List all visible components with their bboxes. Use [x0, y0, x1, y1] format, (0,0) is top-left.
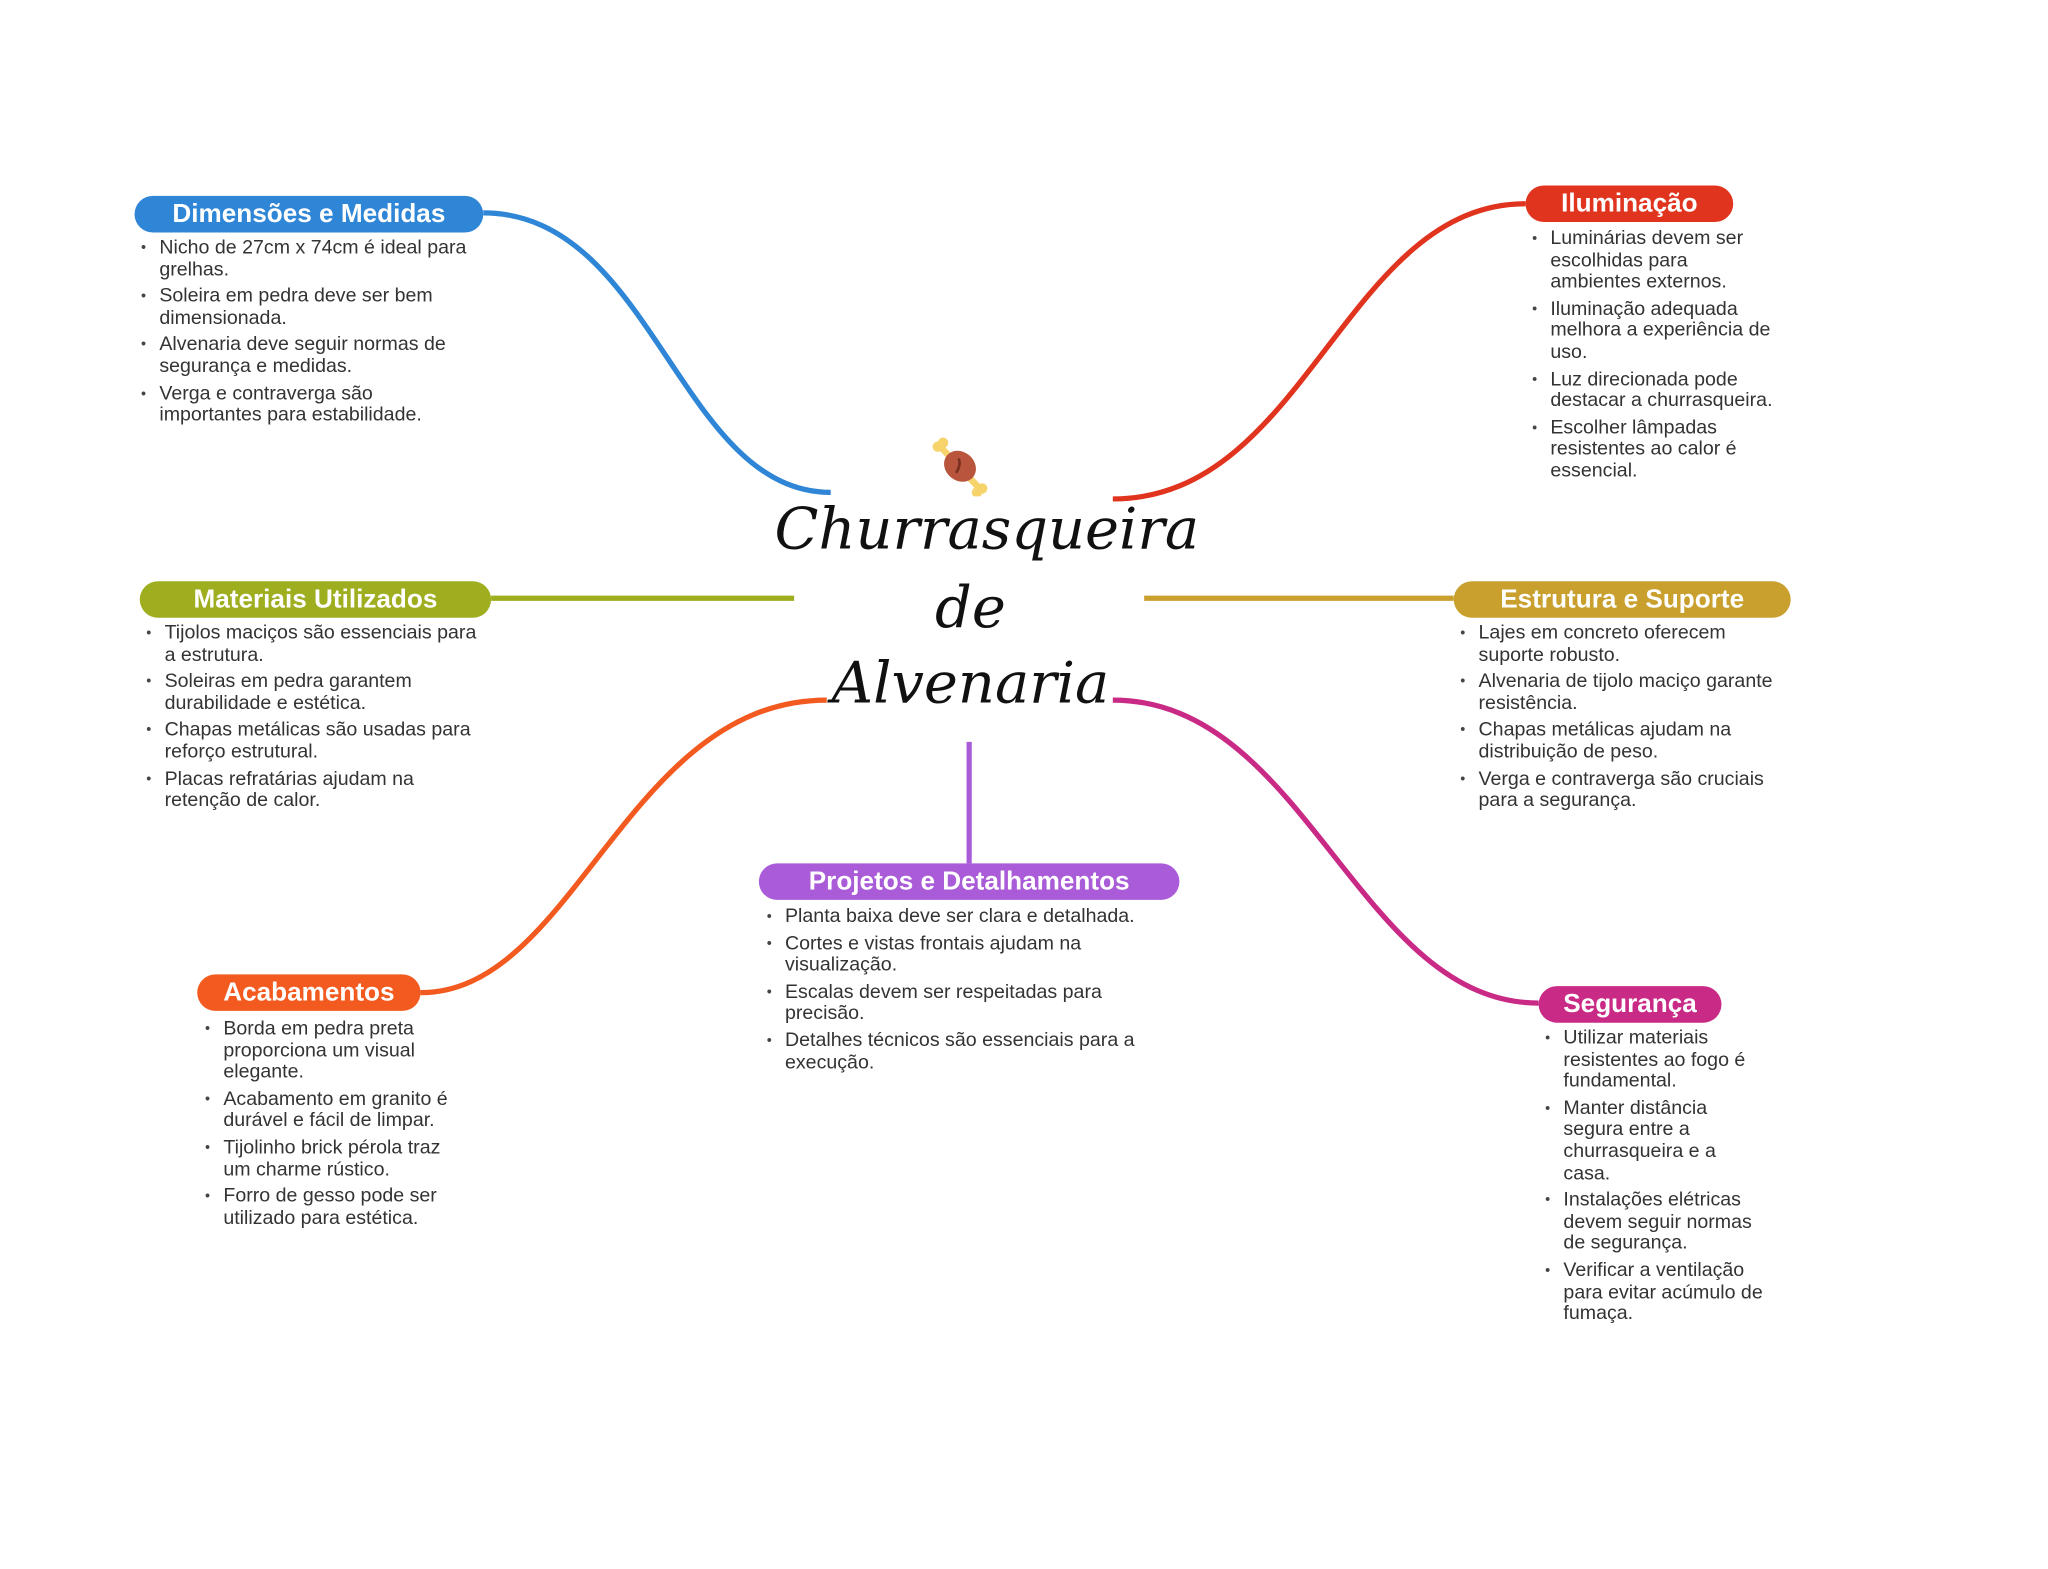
topic-iluminacao[interactable]: Iluminação: [1525, 185, 1734, 223]
list-projetos: Planta baixa deve ser clara e detalhada.…: [767, 906, 1151, 1079]
list-item: Borda em pedra preta proporciona um visu…: [205, 1018, 465, 1084]
list-item: Escolher lâmpadas resistentes ao calor é…: [1532, 417, 1779, 483]
topic-seguranca[interactable]: Segurança: [1538, 986, 1722, 1023]
list-item: Iluminação adequada melhora a experiênci…: [1532, 298, 1779, 364]
list-item: Luminárias devem ser escolhidas para amb…: [1532, 228, 1779, 294]
list-item: Manter distância segura entre a churrasq…: [1545, 1097, 1765, 1185]
list-acabamentos: Borda em pedra preta proporciona um visu…: [205, 1018, 465, 1235]
list-seguranca: Utilizar materiais resistentes ao fogo é…: [1545, 1027, 1766, 1331]
link-acabamentos: [420, 697, 827, 996]
list-item: Tijolinho brick pérola traz um charme rú…: [205, 1136, 465, 1181]
list-item: Placas refratárias ajudam na retenção de…: [146, 768, 485, 812]
list-item: Luz direcionada pode destacar a churrasq…: [1532, 368, 1779, 412]
topic-materiais[interactable]: Materiais Utilizados: [139, 581, 492, 618]
list-item: Tijolos maciços são essenciais para a es…: [146, 622, 485, 666]
list-item: Chapas metálicas são usadas para reforço…: [146, 719, 485, 763]
list-item: Forro de gesso pode ser utilizado para e…: [205, 1185, 465, 1229]
topic-projetos[interactable]: Projetos e Detalhamentos: [758, 863, 1180, 900]
list-item: Verga e contraverga são cruciais para a …: [1460, 768, 1792, 812]
list-item: Chapas metálicas ajudam na distribuição …: [1460, 719, 1792, 763]
list-item: Escalas devem ser respeitadas para preci…: [767, 981, 1151, 1025]
list-item: Alvenaria deve seguir normas de seguranç…: [141, 334, 472, 378]
list-dimensoes: Nicho de 27cm x 74cm é ideal para grelha…: [141, 237, 473, 432]
central-title-line3: Alvenaria: [831, 650, 1110, 718]
topic-acabamentos[interactable]: Acabamentos: [197, 974, 421, 1011]
list-estrutura: Lajes em concreto oferecem suporte robus…: [1460, 622, 1792, 817]
list-item: Alvenaria de tijolo maciço garante resis…: [1460, 670, 1792, 715]
link-iluminacao: [1112, 201, 1526, 502]
list-item: Nicho de 27cm x 74cm é ideal para grelha…: [141, 237, 472, 281]
list-item: Soleiras em pedra garantem durabilidade …: [146, 670, 485, 715]
list-item: Soleira em pedra deve ser bem dimensiona…: [141, 285, 472, 329]
list-item: Planta baixa deve ser clara e detalhada.: [767, 906, 1151, 928]
link-seguranca: [1112, 697, 1539, 1006]
list-item: Verificar a ventilação para evitar acúmu…: [1545, 1259, 1765, 1325]
link-dimensoes: [483, 210, 831, 496]
list-item: Cortes e vistas frontais ajudam na visua…: [767, 932, 1151, 976]
central-title-line1: Churrasqueira: [774, 496, 1200, 563]
list-item: Acabamento em granito é durável e fácil …: [205, 1088, 465, 1132]
list-item: Lajes em concreto oferecem suporte robus…: [1460, 622, 1792, 666]
list-materiais: Tijolos maciços são essenciais para a es…: [146, 622, 485, 817]
list-item: Instalações elétricas devem seguir norma…: [1545, 1189, 1765, 1255]
topic-dimensoes[interactable]: Dimensões e Medidas: [134, 195, 484, 233]
list-item: Detalhes técnicos são essenciais para a …: [767, 1029, 1151, 1073]
central-title-line2: de: [935, 574, 1006, 642]
list-item: Verga e contraverga são importantes para…: [141, 382, 472, 426]
topic-estrutura[interactable]: Estrutura e Suporte: [1453, 581, 1791, 618]
meat-on-bone-icon: [932, 437, 988, 497]
list-iluminacao: Luminárias devem ser escolhidas para amb…: [1532, 228, 1779, 488]
list-item: Utilizar materiais resistentes ao fogo é…: [1545, 1027, 1765, 1093]
